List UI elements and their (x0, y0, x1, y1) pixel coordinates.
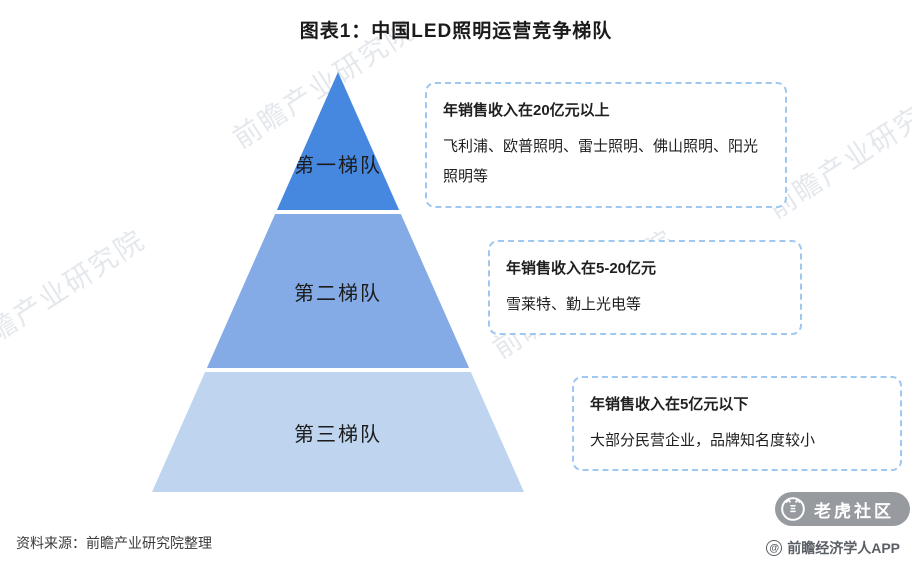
chart-title: 图表1：中国LED照明运营竞争梯队 (299, 21, 613, 42)
pyramid-tier-3: 第三梯队 (152, 372, 524, 492)
source-note: 资料来源：前瞻产业研究院整理 (16, 535, 212, 551)
tier-2-callout-heading: 年销售收入在5-20亿元 (506, 260, 657, 277)
tier-3-callout-body: 大部分民营企业，品牌知名度较小 (590, 431, 816, 449)
tiger-icon (781, 497, 805, 521)
tier-3-label: 第三梯队 (294, 423, 382, 446)
tier-2-callout-body: 雪莱特、勤上光电等 (506, 295, 642, 313)
tier-2-label: 第二梯队 (294, 282, 382, 305)
at-icon: @ (766, 540, 783, 556)
tiger-community-badge: 老虎社区 (775, 492, 910, 526)
tiger-badge-label: 老虎社区 (814, 501, 894, 521)
tier-3-callout-heading: 年销售收入在5亿元以下 (590, 396, 749, 413)
tier-3-callout: 年销售收入在5亿元以下 大部分民营企业，品牌知名度较小 (572, 376, 902, 472)
tier-1-callout: 年销售收入在20亿元以上 飞利浦、欧普照明、雷士照明、佛山照明、阳光照明等 (425, 82, 787, 208)
tier-1-label: 第一梯队 (294, 154, 382, 177)
pyramid-tier-2: 第二梯队 (152, 214, 524, 368)
app-credit-label: 前瞻经济学人APP (787, 540, 900, 556)
app-credit: @ 前瞻经济学人APP (766, 538, 900, 558)
watermark-text: 前瞻产业研究院 (0, 223, 151, 365)
tier-2-callout: 年销售收入在5-20亿元 雪莱特、勤上光电等 (488, 240, 802, 336)
tier-1-callout-body: 飞利浦、欧普照明、雷士照明、佛山照明、阳光照明等 (443, 137, 759, 186)
tier-1-callout-heading: 年销售收入在20亿元以上 (443, 102, 610, 119)
